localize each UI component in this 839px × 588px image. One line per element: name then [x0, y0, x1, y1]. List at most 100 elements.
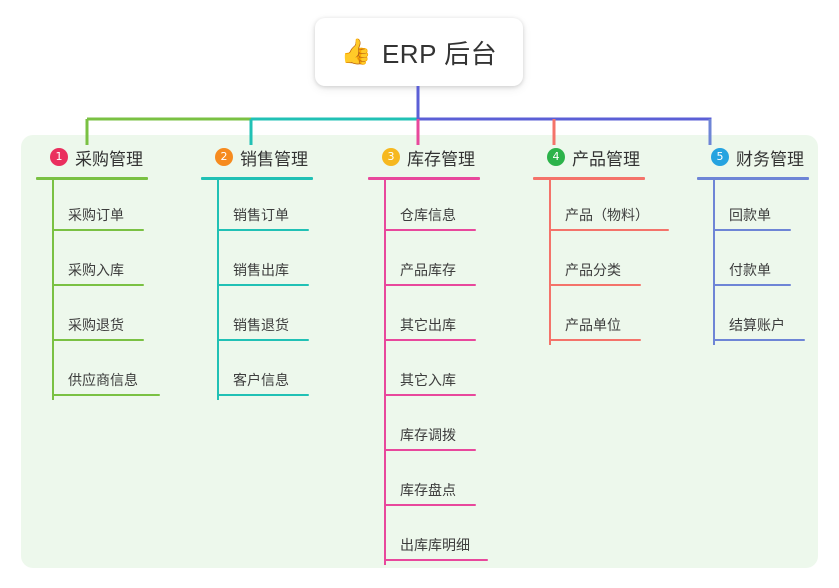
branch-item[interactable]: 付款单 — [697, 235, 809, 290]
branch-title: 采购管理 — [75, 149, 143, 169]
branch-item-rule — [52, 284, 144, 286]
thumbs-up-icon: 👍 — [340, 37, 372, 66]
branch-item-label: 采购入库 — [68, 262, 124, 278]
branch-item[interactable]: 产品单位 — [533, 290, 645, 345]
root-node-title: ERP 后台 — [381, 38, 498, 69]
branch-item-label: 库存调拨 — [400, 427, 456, 443]
branch-item-rule — [549, 229, 669, 231]
branch-item[interactable]: 供应商信息 — [36, 345, 160, 400]
branch-number-badge: 3 — [382, 148, 400, 166]
branch-item[interactable]: 销售订单 — [201, 180, 313, 235]
branch-item-label: 产品单位 — [565, 317, 621, 333]
branch-item-rule — [713, 284, 791, 286]
branch-item-label: 销售订单 — [233, 207, 289, 223]
branch-spine — [384, 180, 386, 565]
branch-item[interactable]: 产品（物料） — [533, 180, 669, 235]
branch-item-rule — [384, 449, 476, 451]
branch-item[interactable]: 回款单 — [697, 180, 809, 235]
branch-children: 采购订单采购入库采购退货供应商信息 — [36, 180, 160, 400]
branch-item[interactable]: 采购订单 — [36, 180, 148, 235]
branch-item-rule — [217, 339, 309, 341]
branch-header-rule — [697, 177, 809, 180]
branch-item[interactable]: 库存盘点 — [368, 455, 480, 510]
branch-header-rule — [368, 177, 480, 180]
branch-item-rule — [384, 394, 476, 396]
branch-item-rule — [384, 284, 476, 286]
branch-item[interactable]: 结算账户 — [697, 290, 809, 345]
branch-item-label: 付款单 — [729, 262, 771, 278]
branch-item-rule — [713, 229, 791, 231]
branch-header-4[interactable]: 4 产品管理 — [533, 145, 645, 169]
branch-children: 回款单付款单结算账户 — [697, 180, 809, 345]
branch-item[interactable]: 库存调拨 — [368, 400, 480, 455]
branch-item-rule — [52, 394, 160, 396]
branch-item-label: 结算账户 — [729, 317, 785, 333]
branch-spine — [713, 180, 715, 345]
branch-spine — [52, 180, 54, 400]
branch-item-rule — [52, 229, 144, 231]
branch-column-4: 4 产品管理产品（物料） 产品分类产品单位 — [533, 145, 669, 345]
branch-title: 销售管理 — [240, 149, 308, 169]
branch-item-rule — [217, 284, 309, 286]
root-node-card[interactable]: 👍 ERP 后台 — [315, 18, 523, 86]
branch-children: 产品（物料） 产品分类产品单位 — [533, 180, 669, 345]
branch-title: 库存管理 — [407, 149, 475, 169]
branch-item[interactable]: 产品分类 — [533, 235, 645, 290]
branch-children: 销售订单销售出库销售退货客户信息 — [201, 180, 313, 400]
branch-item-label: 库存盘点 — [400, 482, 456, 498]
branch-item[interactable]: 仓库信息 — [368, 180, 480, 235]
branch-item-label: 销售出库 — [233, 262, 289, 278]
branch-item[interactable]: 销售退货 — [201, 290, 313, 345]
branch-title: 产品管理 — [572, 149, 640, 169]
branch-children: 仓库信息产品库存其它出库其它入库库存调拨库存盘点出库库明细 — [368, 180, 488, 565]
branch-item-label: 采购订单 — [68, 207, 124, 223]
branch-item-label: 产品分类 — [565, 262, 621, 278]
branch-number-badge: 4 — [547, 148, 565, 166]
root-node-content: 👍 ERP 后台 — [341, 34, 497, 71]
branch-item[interactable]: 其它出库 — [368, 290, 480, 345]
branch-item-label: 产品库存 — [400, 262, 456, 278]
branch-spine — [217, 180, 219, 400]
branch-item-label: 采购退货 — [68, 317, 124, 333]
branch-item-rule — [384, 559, 488, 561]
branch-item[interactable]: 采购入库 — [36, 235, 148, 290]
branch-item-rule — [384, 229, 476, 231]
branch-item-rule — [713, 339, 805, 341]
branch-spine — [549, 180, 551, 345]
branch-header-rule — [201, 177, 313, 180]
branch-item-label: 销售退货 — [233, 317, 289, 333]
branch-item[interactable]: 销售出库 — [201, 235, 313, 290]
branch-item-rule — [384, 339, 476, 341]
branch-item-label: 供应商信息 — [68, 372, 138, 388]
branch-number-badge: 5 — [711, 148, 729, 166]
branches-panel — [21, 135, 818, 568]
branch-item-label: 客户信息 — [233, 372, 289, 388]
branch-item-label: 仓库信息 — [400, 207, 456, 223]
branch-item-rule — [549, 284, 641, 286]
branch-item[interactable]: 出库库明细 — [368, 510, 488, 565]
branch-header-rule — [36, 177, 148, 180]
branch-item-label: 产品（物料） — [565, 207, 649, 223]
branch-header-5[interactable]: 5 财务管理 — [697, 145, 809, 169]
branch-item[interactable]: 其它入库 — [368, 345, 480, 400]
branch-item-label: 其它入库 — [400, 372, 456, 388]
branch-column-2: 2 销售管理销售订单销售出库销售退货客户信息 — [201, 145, 313, 400]
branch-column-5: 5 财务管理回款单付款单结算账户 — [697, 145, 809, 345]
branch-column-3: 3 库存管理仓库信息产品库存其它出库其它入库库存调拨库存盘点出库库明细 — [368, 145, 488, 565]
branch-item-rule — [549, 339, 641, 341]
branch-title: 财务管理 — [736, 149, 804, 169]
branch-item-rule — [217, 394, 309, 396]
branch-item[interactable]: 客户信息 — [201, 345, 313, 400]
branch-header-2[interactable]: 2 销售管理 — [201, 145, 313, 169]
branch-item-label: 其它出库 — [400, 317, 456, 333]
branch-item[interactable]: 产品库存 — [368, 235, 480, 290]
branch-item-rule — [52, 339, 144, 341]
branch-number-badge: 2 — [215, 148, 233, 166]
branch-header-3[interactable]: 3 库存管理 — [368, 145, 480, 169]
branch-item-rule — [217, 229, 309, 231]
branch-item-label: 回款单 — [729, 207, 771, 223]
branch-item[interactable]: 采购退货 — [36, 290, 148, 345]
